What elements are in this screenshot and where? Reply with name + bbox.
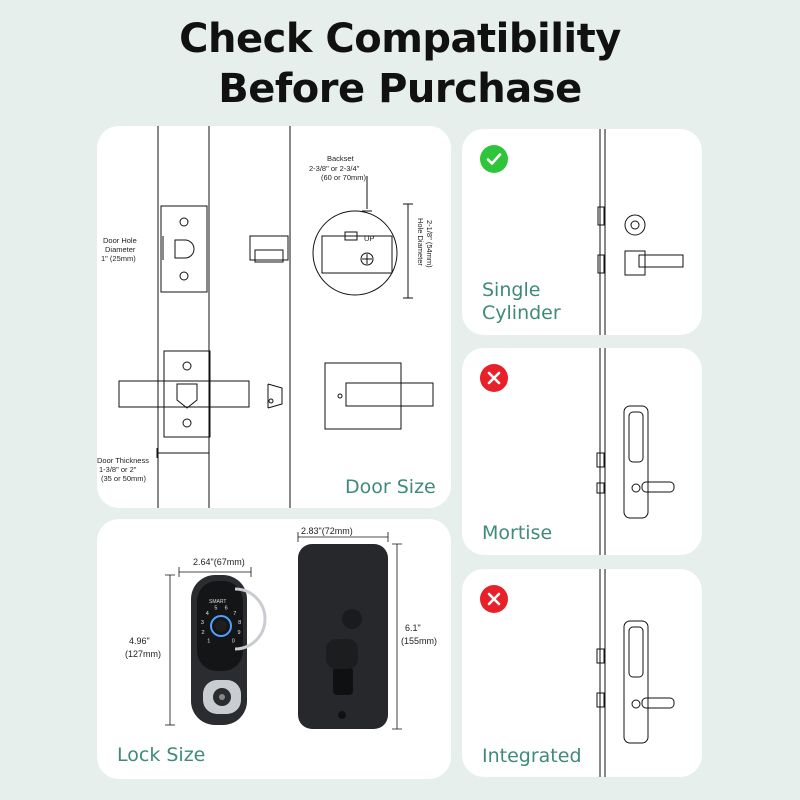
- keypad-key: 5: [214, 606, 217, 612]
- door-hole-line3: 1" (25mm): [101, 254, 136, 263]
- keypad-key: 4: [206, 611, 209, 617]
- keypad-key: 3: [201, 620, 204, 626]
- door-hole-line2: Diameter: [105, 245, 136, 254]
- door-size-card: Backset 2-3/8" or 2-3/4" (60 or 70mm) UP…: [97, 126, 451, 508]
- mortise-label: Mortise: [482, 522, 553, 544]
- single-cylinder-label: Single Cylinder: [482, 279, 561, 324]
- cross-icon: [480, 585, 508, 613]
- keypad-key: 9: [238, 630, 241, 636]
- hole-diameter-title: Hole Diameter: [416, 218, 425, 266]
- keypad-key: 7: [233, 611, 236, 617]
- front-height-mm-label: (127mm): [125, 649, 161, 659]
- door-dimension-labels: Backset 2-3/8" or 2-3/4" (60 or 70mm) UP…: [97, 154, 434, 483]
- lock-diagram: 2.64"(67mm) 4.96" (127mm) 2.83"(72mm) 6.…: [125, 526, 437, 730]
- page-title: Check Compatibility Before Purchase: [0, 14, 800, 114]
- lock-size-card: 2.64"(67mm) 4.96" (127mm) 2.83"(72mm) 6.…: [97, 519, 451, 779]
- checkmark-icon: [480, 145, 508, 173]
- cross-icon: [480, 364, 508, 392]
- front-width-label: 2.64"(67mm): [193, 557, 245, 567]
- title-line-1: Check Compatibility: [179, 16, 621, 62]
- mortise-card: Mortise: [462, 348, 702, 555]
- lock-size-label: Lock Size: [117, 744, 206, 766]
- door-diagram: [118, 126, 434, 508]
- integrated-diagram: [596, 569, 675, 777]
- keypad-key: 1: [207, 639, 210, 645]
- thickness-line1: Door Thickness: [97, 456, 149, 465]
- back-width-label: 2.83"(72mm): [301, 526, 353, 536]
- keypad-key: 8: [238, 620, 241, 626]
- up-label: UP: [364, 234, 374, 243]
- keypad-key: 6: [225, 606, 228, 612]
- keypad-brand: SMART: [209, 599, 226, 605]
- back-height-mm-label: (155mm): [401, 636, 437, 646]
- hole-diameter-value: 2-1/8" (54mm): [425, 220, 434, 268]
- title-line-2: Before Purchase: [218, 66, 582, 112]
- single-cylinder-diagram: [597, 129, 684, 335]
- single-cylinder-card: Single Cylinder: [462, 129, 702, 335]
- door-size-label: Door Size: [345, 476, 436, 498]
- thickness-line3: (35 or 50mm): [101, 474, 147, 483]
- integrated-card: Integrated: [462, 569, 702, 777]
- backset-value: 2-3/8" or 2-3/4": [309, 164, 360, 173]
- mortise-diagram: [596, 348, 675, 555]
- backset-mm: (60 or 70mm): [321, 173, 367, 182]
- thickness-line2: 1-3/8" or 2": [99, 465, 137, 474]
- door-hole-line1: Door Hole: [103, 236, 137, 245]
- keypad-key: 0: [232, 639, 235, 645]
- front-height-in-label: 4.96": [129, 636, 150, 646]
- backset-title: Backset: [327, 154, 355, 163]
- keypad-key: 2: [202, 630, 205, 636]
- back-height-in-label: 6.1": [405, 623, 421, 633]
- integrated-label: Integrated: [482, 745, 582, 767]
